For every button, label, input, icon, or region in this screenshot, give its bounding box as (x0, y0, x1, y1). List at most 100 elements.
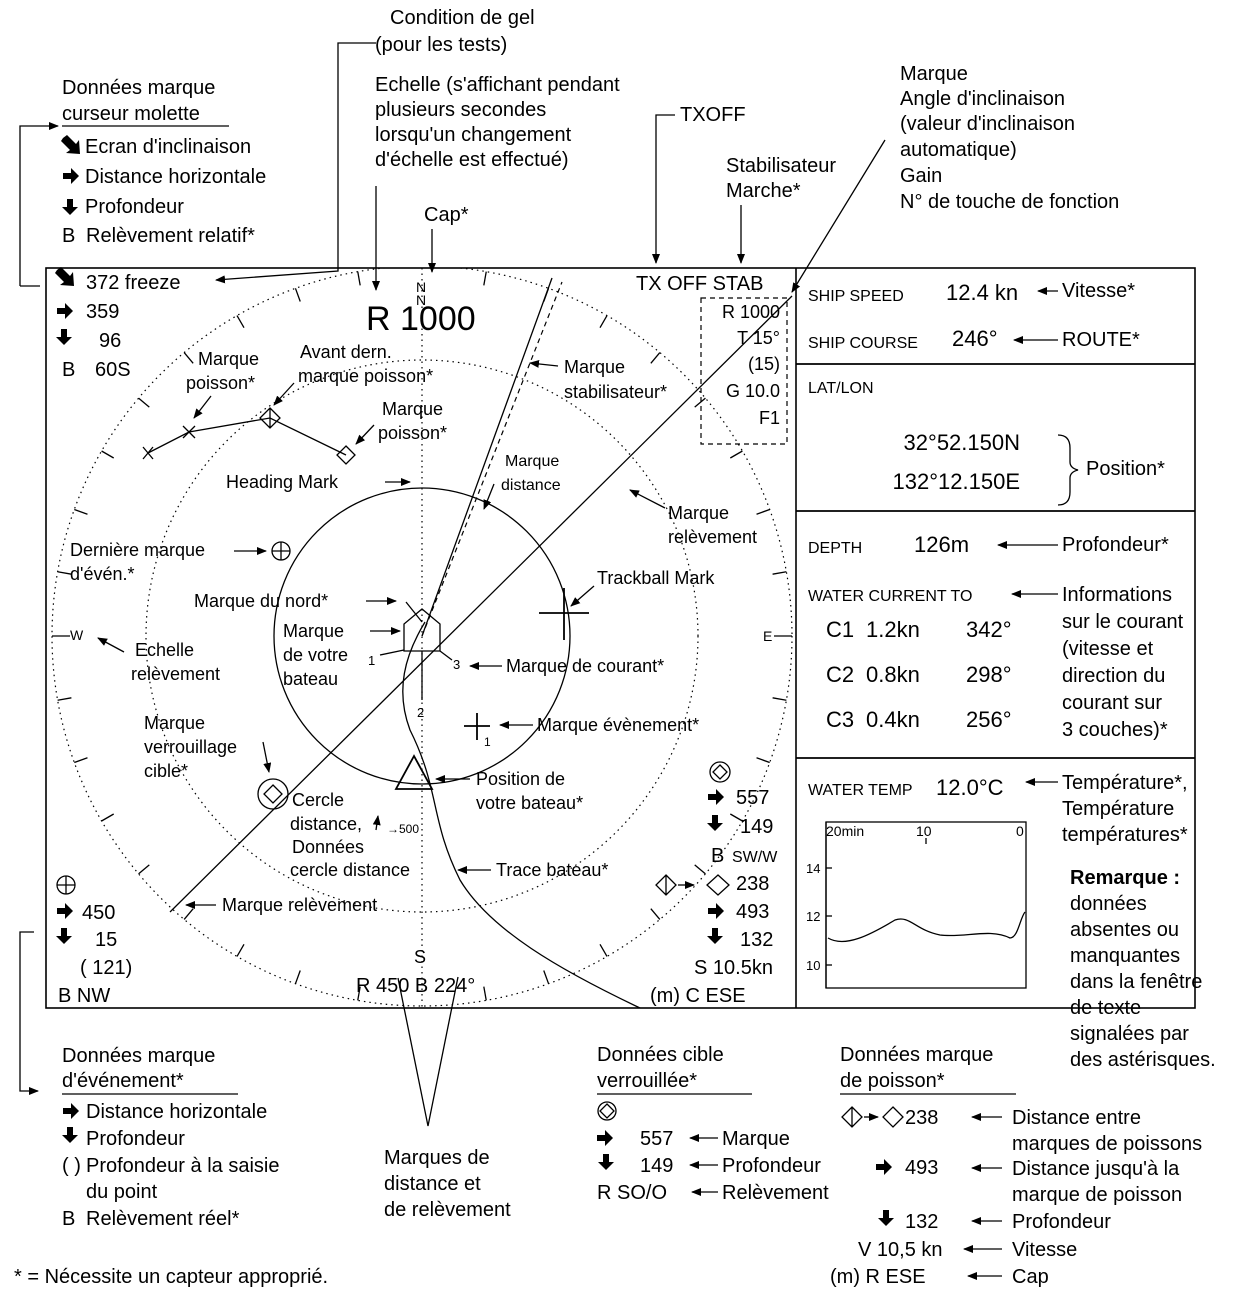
label-fish-prev-1: Avant dern. (300, 342, 392, 362)
graph-x-20min: 20min (826, 823, 864, 839)
route-callout: ROUTE* (1062, 329, 1140, 351)
current-callout-4: direction du (1062, 665, 1165, 687)
remark-7: des astérisques. (1070, 1049, 1216, 1071)
box-gain: G 10.0 (726, 381, 780, 401)
bearing-tick (483, 986, 487, 1001)
event-legend-depth: Profondeur (86, 1128, 185, 1150)
temp-callout-2: Température (1062, 798, 1174, 820)
lat-value: 32°52.150N (904, 430, 1020, 455)
distance-arrow-icon (597, 1130, 613, 1146)
target-depth-value: 149 (740, 816, 773, 838)
event-legend-bearing: Relèvement réel* (86, 1208, 240, 1230)
label-target-lock-1: Marque (144, 713, 205, 733)
bearing-tick (694, 397, 706, 408)
trackball-legend-distance: Distance horizontale (85, 166, 266, 188)
screen-bearing-value: 60S (95, 359, 131, 381)
event-distance-value: 450 (82, 902, 115, 924)
fish-legend-title-2: de poisson* (840, 1070, 945, 1092)
label-fish1-1: Marque (198, 349, 259, 369)
fish-range-value: 493 (736, 901, 769, 923)
event-icon (56, 875, 76, 895)
label-target-lock-2: verrouillage (144, 737, 237, 757)
target-legend-distance: 557 (640, 1128, 673, 1150)
bearing-tick (57, 697, 72, 701)
fish-legend-speed: V 10,5 kn (858, 1239, 943, 1261)
own-num-1: 1 (368, 653, 375, 668)
fish-legend-range: 493 (905, 1157, 938, 1179)
trackball-mark (539, 588, 589, 640)
fish-legend-label-4: marque de poisson (1012, 1184, 1182, 1206)
distance-arrow-icon (57, 903, 73, 919)
txoff-callout: TXOFF (680, 104, 746, 126)
fish-legend-distance: 238 (905, 1107, 938, 1129)
label-fish2-2: poisson* (378, 423, 447, 443)
course-value: (m) C ESE (650, 985, 746, 1007)
bearing-tick (183, 352, 194, 364)
target-legend-label-depth: Profondeur (722, 1155, 821, 1177)
label-own-ship-1: Marque (283, 621, 344, 641)
depth-arrow-icon (707, 928, 723, 944)
distance-arrow-icon (63, 168, 79, 184)
circle-range-value: →500 (387, 822, 419, 836)
graph-x-10: 10 (916, 823, 932, 839)
graph-y-14: 14 (806, 861, 820, 876)
event-legend-title-1: Données marque (62, 1045, 215, 1067)
current-1-speed: 1.2kn (866, 617, 920, 642)
trackball-legend-title-2: curseur molette (62, 103, 200, 125)
range-bearing-label-2: distance et (384, 1173, 481, 1195)
cap-callout: Cap* (424, 204, 469, 226)
label-bearing-mark-1: Marque (668, 503, 729, 523)
temp-callout-3: températures* (1062, 824, 1188, 846)
vitesse-callout: Vitesse* (1062, 280, 1135, 302)
screen-depth-value: 96 (99, 330, 121, 352)
current-label: WATER CURRENT TO (808, 588, 972, 605)
lon-value: 132°12.150E (893, 469, 1020, 494)
south-label: S (414, 947, 426, 967)
box-range: R 1000 (722, 302, 780, 322)
bearing-tick (772, 697, 787, 701)
label-own-ship-3: bateau (283, 669, 338, 689)
bearing-tick (599, 943, 608, 957)
screen-distance-value: 359 (86, 301, 119, 323)
bearing-tick (650, 908, 661, 920)
stab-callout-1: Stabilisateur (726, 155, 836, 177)
label-bearing-mark-2: relèvement (668, 527, 757, 547)
label-bearing-mark-2b: Marque relèvement (222, 895, 377, 915)
fish-mark-x1 (142, 446, 154, 460)
current-3-layer: C3 (826, 707, 854, 732)
target-bearing-b: B (711, 845, 724, 867)
depth-value: 126m (914, 532, 969, 557)
current-2-dir: 298° (966, 662, 1012, 687)
tx-off-stab: TX OFF STAB (636, 273, 763, 295)
north-n2: N (416, 292, 426, 308)
label-fish-prev-2: marque poisson* (298, 366, 433, 386)
current-callout-6: 3 couches)* (1062, 719, 1168, 741)
box-auto-tilt: (15) (748, 354, 780, 374)
fish-mark-diamond (336, 445, 356, 465)
label-range-circle-1: Cercle (292, 790, 344, 810)
temp-callout-1: Température*, (1062, 772, 1188, 794)
own-ship-mark (379, 601, 453, 700)
label-target-lock-3: cible* (144, 761, 188, 781)
event-depth-value: 15 (95, 929, 117, 951)
distance-arrow-icon (708, 903, 724, 919)
label-range-circle-3: Données (292, 837, 364, 857)
east-label: E (763, 628, 772, 644)
mark-callout-4: automatique) (900, 139, 1017, 161)
scale-callout-3: lorsqu'un changement (375, 124, 572, 146)
bearing-tick (729, 813, 743, 822)
current-3-dir: 256° (966, 707, 1012, 732)
distance-arrow-icon (57, 303, 73, 319)
current-callout-5: courant sur (1062, 692, 1162, 714)
remark-1: données (1070, 893, 1147, 915)
bearing-tick (483, 271, 487, 286)
bearing-tick (138, 397, 150, 408)
temp-value: 12.0°C (936, 775, 1004, 800)
own-num-3: 3 (453, 657, 460, 672)
bearing-tick (74, 757, 88, 764)
bearing-tick (599, 315, 608, 329)
bearing-tick (101, 450, 115, 459)
label-stab-mark-1: Marque (564, 357, 625, 377)
bearing-tick (294, 288, 301, 302)
bearing-tick (74, 508, 88, 515)
